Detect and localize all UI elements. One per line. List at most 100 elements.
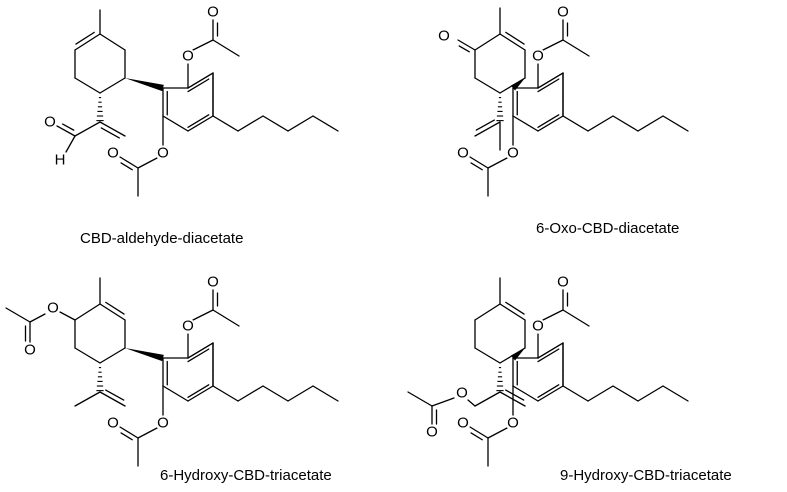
atom-label-background (555, 274, 571, 290)
bond-line (192, 309, 214, 321)
bond-line (187, 115, 214, 132)
bond-line (187, 72, 214, 89)
oxygen-atom-label: O (457, 415, 469, 432)
bond-line (467, 399, 476, 407)
double-bond-line (505, 301, 525, 315)
ring-double-bond (74, 33, 101, 51)
pentyl-chain-bond (287, 385, 314, 402)
oxygen-atom-label: O (107, 415, 119, 432)
atom-label-background (454, 385, 470, 401)
bond-line (474, 391, 501, 407)
aromatic-double-bond (537, 78, 560, 93)
atom-label-background (42, 114, 58, 130)
double-bond-line (457, 39, 476, 51)
pentyl-chain-bond (312, 385, 339, 402)
pentyl-chain-bond (312, 115, 339, 132)
bond-line (137, 157, 158, 169)
atom-label-background (105, 415, 121, 431)
pentyl-chain-bond (587, 115, 614, 132)
bond-line (537, 342, 564, 359)
hydrogen-atom-label: H (55, 152, 66, 169)
bond-line (137, 427, 158, 439)
oxygen-atom-label: O (532, 48, 544, 65)
bond-line (187, 342, 214, 359)
bond-line (512, 115, 539, 132)
double-bond-line (499, 391, 526, 407)
double-bond-line (505, 31, 525, 45)
atom-label-background (180, 48, 196, 64)
ring-double-bond (499, 303, 526, 321)
bond-line (5, 307, 31, 323)
atom-label-background (436, 28, 452, 44)
double-bond-line (62, 123, 75, 131)
bond-line (74, 77, 101, 94)
oxygen-atom-label: O (182, 318, 194, 335)
bond-line (162, 385, 189, 402)
bond-line (99, 347, 126, 364)
double-bond-line (458, 45, 470, 53)
bond-line (537, 385, 564, 402)
pentyl-chain-bond (212, 385, 239, 402)
bond-line (562, 309, 590, 327)
double-bond-line (470, 432, 483, 441)
atom-label-background (530, 48, 546, 64)
pentyl-chain-bond (587, 385, 614, 402)
aromatic-double-bond (537, 114, 560, 128)
structure-caption: 9-Hydroxy-CBD-triacetate (560, 467, 732, 484)
oxygen-atom-label: O (507, 415, 519, 432)
wedge-bond (125, 78, 164, 92)
oxygen-atom-label: O (457, 145, 469, 162)
wedge-bond (125, 348, 164, 362)
pentyl-chain-bond (237, 385, 264, 402)
pentyl-chain-bond (262, 385, 289, 402)
bond-line (59, 311, 76, 321)
oxygen-atom-label: O (157, 415, 169, 432)
bond-line (74, 347, 101, 364)
atom-label-background (555, 4, 571, 20)
pentyl-chain-bond (262, 115, 289, 132)
double-bond-line (120, 162, 133, 171)
bond-line (487, 427, 508, 439)
atom-label-background (424, 424, 440, 440)
bond-line (537, 115, 564, 132)
pentyl-chain-bond (212, 115, 239, 132)
pentyl-chain-bond (637, 115, 664, 132)
atom-label-background (530, 318, 546, 334)
bond-line (474, 303, 501, 321)
bond-line (187, 385, 214, 402)
atom-label-background (155, 415, 171, 431)
bond-line (487, 157, 508, 169)
double-bond-line (100, 127, 120, 139)
oxygen-atom-label: O (207, 4, 219, 21)
pentyl-chain-bond (612, 385, 639, 402)
pentyl-chain-bond (562, 115, 589, 132)
bond-line (212, 309, 240, 327)
oxygen-atom-label: O (507, 145, 519, 162)
aromatic-double-bond (537, 384, 560, 398)
atom-label-background (180, 318, 196, 334)
atom-label-background (45, 300, 61, 316)
ring-double-bond (99, 303, 126, 321)
wedge-bond (510, 78, 525, 91)
atom-label-background (505, 145, 521, 161)
pentyl-chain-bond (637, 385, 664, 402)
aromatic-double-bond (187, 384, 210, 398)
aromatic-double-bond (187, 348, 210, 363)
oxygen-atom-label: O (44, 114, 56, 131)
structure-caption: 6-Oxo-CBD-diacetate (536, 220, 679, 237)
oxygen-atom-label: O (456, 385, 468, 402)
pentyl-chain-bond (562, 385, 589, 402)
pentyl-chain-bond (662, 115, 689, 132)
oxygen-atom-label: O (426, 424, 438, 441)
pentyl-chain-bond (662, 385, 689, 402)
atom-label-background (455, 415, 471, 431)
aromatic-double-bond (187, 78, 210, 93)
bond-line (99, 77, 126, 94)
bond-line (192, 39, 214, 51)
oxygen-atom-label: O (207, 274, 219, 291)
oxygen-atom-label: O (107, 145, 119, 162)
double-bond-line (505, 389, 525, 401)
